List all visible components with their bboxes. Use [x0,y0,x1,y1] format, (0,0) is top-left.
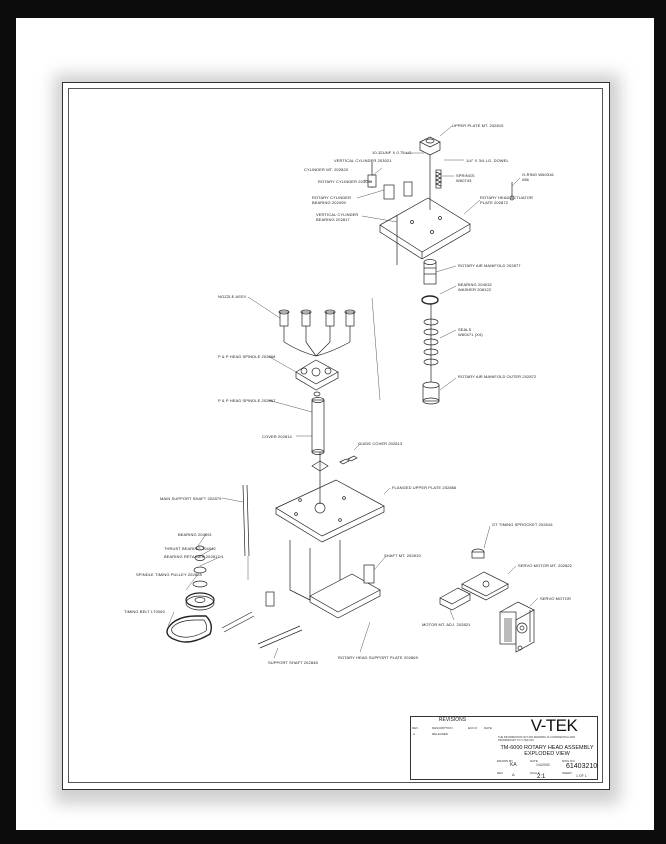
top-black-border [0,0,666,18]
label-servo-motor-mt: SERVO MOTOR MT. 202822 [518,563,573,568]
label-vertical-cylinder-bearing: VERTICAL CYLINDER BEARING 202817 [316,212,359,222]
scale-label: SCALE [530,771,540,775]
label-bearing: BEARING 204091 [178,532,212,537]
rev-header-rev: REV [412,726,419,730]
rev-header-eco: ECO # [468,726,478,730]
company-note: THE INFORMATION ON THIS DRAWING IS CONFI… [498,736,576,742]
drawn-by-label: DRAWN BY [497,759,514,763]
label-gt-timing-sprocket: GT TIMING SPROCKET 202816 [492,522,553,527]
label-bearing-washer: BEARING 204032 WASHER 208122 [458,282,492,292]
label-guide-cover: GUIDE COVER 202813 [358,441,403,446]
label-p-and-p-spindle-2: P & P HEAD SPINDLE 202867 [218,398,276,403]
cover-tube [311,397,325,455]
label-timing-belt: TIMING BELT LT0060 [124,609,165,614]
revisions-title: REVISIONS [438,717,467,723]
left-black-border [0,0,16,844]
drawing-title: TM-6000 ROTARY HEAD ASSEMBLY EXPLODED VI… [500,745,594,757]
flanged-upper-plate [275,452,385,543]
upper-plate-block [419,136,441,156]
sheet-label: SHEET [562,771,573,775]
label-cover: COVER 202814 [262,434,292,439]
scale-value: 2:1 [537,774,546,780]
nozzle-assemblies [278,309,356,357]
rev-label: REV [497,771,504,775]
label-support-shaft: SUPPORT SHAFT 202848 [268,660,318,665]
label-main-support-shaft: MAIN SUPPORT SHAFT 202879 [160,496,222,501]
drawing-sheet [62,82,610,790]
bottom-black-border [0,830,666,844]
sheet-value: 1 OF 1 [576,774,587,778]
label-o-ring: O-RING W60316 086 [522,172,554,182]
rev-header-date: DATE [484,726,492,730]
lower-frame [221,540,381,649]
label-upper-plate: UPPER PLATE MT. 202819 [452,123,504,128]
date-value: 1/4/2003 [536,763,550,767]
rev-header-description: DESCRIPTION [432,726,453,730]
label-bearing-retainer: BEARING RETAINER 202817-1 [164,554,224,559]
label-rotary-cylinder: ROTARY CYLINDER 203040 [318,179,373,184]
label-rotary-head-support-plate: ROTARY HEAD SUPPORT PLATE 202869 [338,655,418,660]
label-rotary-manifold-outer: ROTARY AIR MANIFOLD OUTER 202872 [458,374,537,379]
label-servo-motor: SERVO MOTOR [540,596,571,601]
date-label: DATE [530,759,538,763]
label-nozzle-assy: NOZZLE ASSY. [218,294,248,299]
rev-row-description: RELEASED [432,732,449,736]
rotary-air-manifold [423,259,437,285]
label-seals: SEALS W60471 (X4) [458,327,483,337]
rev-row-rev: A [413,732,416,736]
label-rotary-cylinder-bearing: ROTARY CYLINDER BEARING 202499 [312,195,352,205]
title-block [410,716,598,780]
label-thrust-bearing: THRUST BEARING 204042 [164,546,216,551]
drawn-by-value: KA [510,762,517,768]
dwg-no-value: 61403210 [566,763,598,770]
label-shaft-mt: SHAFT MT. 202819 [384,553,421,558]
label-vertical-cylinder: VERTICAL CYLINDER 203021 [334,158,392,163]
right-black-border [654,0,666,844]
drawing-border [68,88,603,783]
upper-actuator-plate [379,197,471,260]
label-springs: SPRINGS W60743 [456,173,475,183]
label-motor-mt-adj: MOTOR MT. ADJ. 202821 [422,622,471,627]
label-m3-screw: 10-32UNF X 0.75 LG. [372,150,413,155]
label-cylinder-mt: CYLINDER MT. 202820 [304,167,349,172]
manifold-outer [422,381,440,405]
servo-assembly [439,548,535,653]
spindle-head [295,359,339,397]
company-logo: V-TEK [530,716,578,735]
label-dowel: 1/4" X 3/4 LG. DOWEL [466,158,509,163]
label-p-and-p-spindle: P & P HEAD SPINDLE 202868 [218,354,276,359]
label-flanged-upper-plate: FLANGED UPPER PLATE 202866 [392,485,457,490]
label-rotary-air-manifold: ROTARY AIR MANIFOLD 202877 [458,263,521,268]
label-rotary-head-actuator-plate: ROTARY HEAD ACTUATOR PLATE 202872 [480,195,533,205]
label-spindle-timing-pulley: SPINDLE TIMING PULLEY 202828 [136,572,202,577]
rev-value: A [512,772,515,777]
pulley-stack [185,545,215,611]
dwg-no-label: DWG NO. [562,759,576,763]
